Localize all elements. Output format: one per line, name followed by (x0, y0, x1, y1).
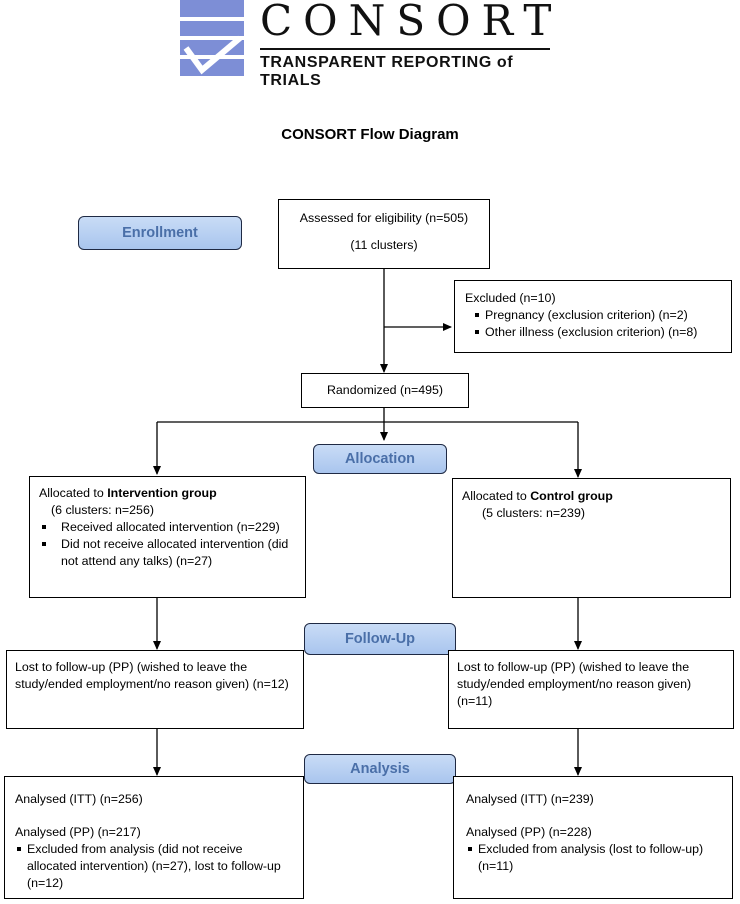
excluded-item: Other illness (exclusion criterion) (n=8… (473, 324, 731, 341)
intervention-prefix: Allocated to (39, 486, 108, 500)
control-analysis-box: Analysed (ITT) (n=239) Analysed (PP) (n=… (453, 776, 733, 899)
control-pp-excluded: Excluded from analysis (lost to follow-u… (466, 841, 726, 875)
excluded-item: Pregnancy (exclusion criterion) (n=2) (473, 307, 731, 324)
control-heading: Allocated to Control group (462, 488, 724, 505)
randomized-box: Randomized (n=495) (301, 373, 469, 408)
excluded-box: Excluded (n=10) Pregnancy (exclusion cri… (454, 280, 732, 353)
stage-followup: Follow-Up (304, 623, 456, 655)
stage-analysis: Analysis (304, 754, 456, 784)
stage-allocation: Allocation (313, 444, 447, 474)
logo-rule (260, 48, 550, 50)
assessed-line2: (11 clusters) (350, 238, 418, 252)
stage-enrollment: Enrollment (78, 216, 242, 250)
intervention-followup-box: Lost to follow-up (PP) (wished to leave … (6, 650, 304, 729)
consort-logo: CONSORT TRANSPARENT REPORTING of TRIALS (180, 0, 563, 89)
control-allocation-box: Allocated to Control group (5 clusters: … (452, 478, 731, 598)
intervention-allocation-box: Allocated to Intervention group (6 clust… (29, 476, 306, 598)
intervention-pp-excluded: Excluded from analysis (did not receive … (15, 841, 295, 892)
assessed-line1: Assessed for eligibility (n=505) (299, 211, 469, 225)
logo-tagline: TRANSPARENT REPORTING of TRIALS (260, 54, 514, 89)
diagram-title: CONSORT Flow Diagram (281, 126, 459, 143)
intervention-analysis-box: Analysed (ITT) (n=256) Analysed (PP) (n=… (4, 776, 304, 899)
intervention-clusters: (6 clusters: n=256) (51, 503, 154, 517)
control-clusters: (5 clusters: n=239) (482, 506, 585, 520)
intervention-item: Received allocated intervention (n=229) (39, 519, 299, 536)
excluded-heading: Excluded (n=10) (465, 291, 556, 305)
intervention-item: Did not receive allocated intervention (… (39, 536, 299, 570)
intervention-heading: Allocated to Intervention group (39, 485, 299, 502)
intervention-pp: Analysed (PP) (n=217) (15, 825, 141, 839)
consort-logo-mark (180, 0, 244, 76)
intervention-group-name: Intervention group (107, 486, 217, 500)
assessed-box: Assessed for eligibility (n=505) (11 clu… (278, 199, 490, 269)
control-prefix: Allocated to (462, 489, 531, 503)
control-group-name: Control group (530, 489, 613, 503)
logo-word: CONSORT (260, 0, 563, 45)
control-followup-box: Lost to follow-up (PP) (wished to leave … (448, 650, 734, 729)
control-pp: Analysed (PP) (n=228) (466, 825, 592, 839)
control-itt: Analysed (ITT) (n=239) (466, 792, 594, 806)
intervention-itt: Analysed (ITT) (n=256) (15, 792, 143, 806)
